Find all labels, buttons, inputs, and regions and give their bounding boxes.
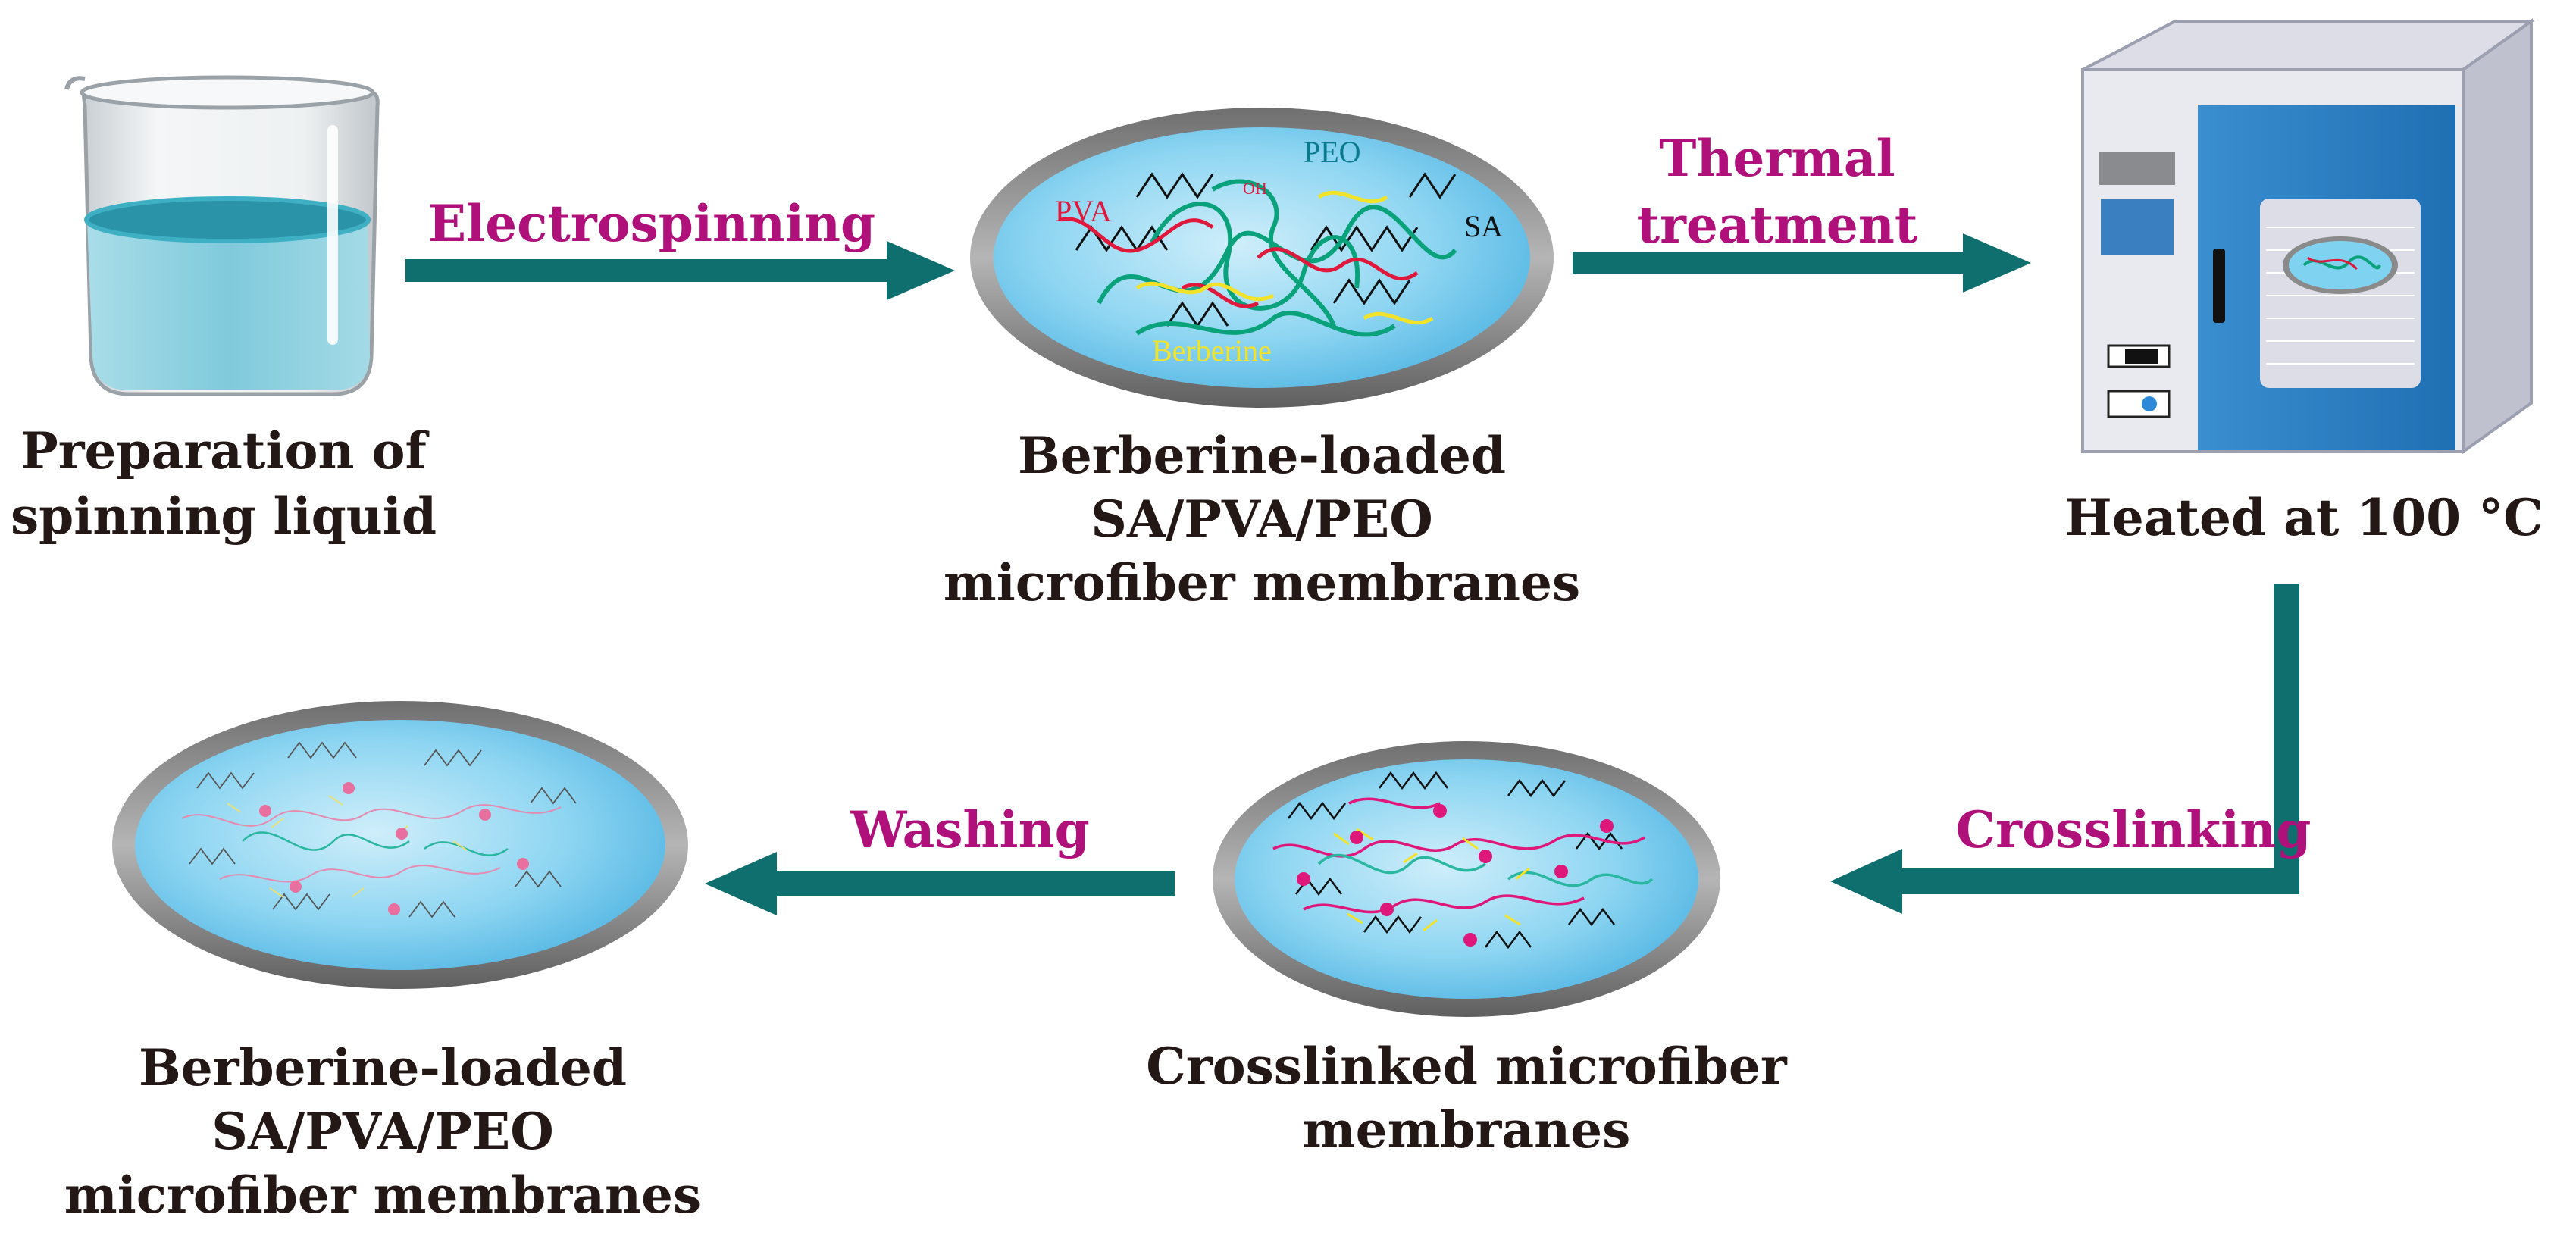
- label-oh: OH: [1243, 179, 1267, 198]
- caption-membrane-washed: Berberine-loaded SA/PVA/PEO microfiber m…: [64, 1038, 701, 1225]
- membrane-dish-loaded: PEO PVA SA Berberine OH: [970, 108, 1554, 408]
- step-crosslinking-label: Crosslinking: [1956, 800, 2312, 859]
- caption-beaker: Preparation of spinning liquid: [11, 421, 437, 546]
- caption-membrane-loaded: Berberine-loaded SA/PVA/PEO microfiber m…: [944, 426, 1580, 612]
- label-sa: SA: [1464, 209, 1503, 243]
- membrane-dish-washed: [112, 701, 688, 989]
- caption-membrane-washed-line1: Berberine-loaded: [139, 1038, 627, 1097]
- caption-oven: Heated at 100 °C: [2064, 488, 2543, 547]
- beaker-icon: [64, 75, 380, 396]
- caption-crosslinked: Crosslinked microfiber membranes: [1146, 1037, 1788, 1159]
- caption-membrane-washed-line3: microfiber membranes: [64, 1166, 701, 1225]
- caption-beaker-line1: Preparation of: [20, 421, 429, 480]
- caption-crosslinked-line2: membranes: [1303, 1100, 1630, 1159]
- caption-oven-line1: Heated at 100 °C: [2064, 488, 2543, 547]
- label-berberine: Berberine: [1152, 333, 1272, 368]
- caption-membrane-loaded-line3: microfiber membranes: [944, 553, 1580, 612]
- step-electrospinning-label: Electrospinning: [428, 194, 875, 253]
- membrane-dish-crosslinked: [1213, 741, 1720, 1017]
- oven-icon: [2081, 18, 2537, 455]
- arrow-thermal-treatment: [1573, 233, 2031, 293]
- caption-membrane-washed-line2: SA/PVA/PEO: [211, 1102, 553, 1161]
- caption-crosslinked-line1: Crosslinked microfiber: [1146, 1037, 1788, 1096]
- label-peo: PEO: [1304, 135, 1361, 169]
- arrow-electrospinning: [405, 241, 955, 300]
- step-thermal-label-line1: Thermal: [1659, 129, 1895, 188]
- step-washing-label: Washing: [850, 800, 1090, 859]
- caption-beaker-line2: spinning liquid: [11, 487, 437, 546]
- arrow-washing: [705, 852, 1175, 915]
- caption-membrane-loaded-line2: SA/PVA/PEO: [1091, 490, 1432, 549]
- caption-membrane-loaded-line1: Berberine-loaded: [1018, 426, 1506, 485]
- step-thermal-label-line2: treatment: [1637, 196, 1918, 255]
- label-pva: PVA: [1055, 194, 1112, 228]
- arrow-crosslinking: [1830, 584, 2299, 914]
